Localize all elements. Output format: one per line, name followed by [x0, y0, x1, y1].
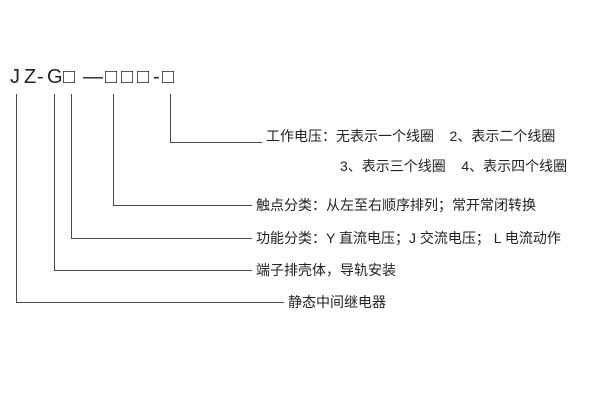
connector-vline-contact-class	[113, 94, 114, 205]
connector-vline-function-class	[71, 94, 72, 238]
model-box-contact-1: □	[105, 66, 118, 88]
label-relay-type: 静态中间继电器	[288, 294, 386, 310]
model-char-G: G	[47, 66, 63, 88]
label-working-voltage-line2: 3、表示三个线圈 4、表示四个线圈	[340, 158, 568, 174]
label-housing: 端子排壳体，导轨安装	[256, 262, 396, 278]
connector-vline-working-voltage	[170, 94, 171, 142]
model-dash-3: -	[153, 66, 160, 88]
model-dash-1: -	[37, 66, 44, 88]
connector-vline-relay-type	[16, 94, 17, 302]
model-box-function: □	[63, 66, 76, 88]
connector-hline-housing	[54, 270, 252, 271]
label-working-voltage-line1: 工作电压：无表示一个线圈 2、表示二个线圈	[266, 128, 556, 144]
model-dash-2: —	[83, 66, 103, 88]
label-function-class: 功能分类：Y 直流电压；J 交流电压； L 电流动作	[256, 230, 561, 246]
model-char-Z: Z	[24, 66, 37, 88]
label-contact-class: 触点分类：从左至右顺序排列；常开常闭转换	[256, 197, 536, 213]
connector-hline-relay-type	[16, 302, 284, 303]
connector-hline-working-voltage	[170, 142, 262, 143]
model-box-voltage: □	[162, 66, 175, 88]
model-char-J: J	[10, 66, 20, 88]
connector-hline-function-class	[71, 238, 252, 239]
model-box-contact-3: □	[137, 66, 150, 88]
model-box-contact-2: □	[121, 66, 134, 88]
connector-vline-housing	[54, 94, 55, 270]
connector-hline-contact-class	[113, 205, 252, 206]
